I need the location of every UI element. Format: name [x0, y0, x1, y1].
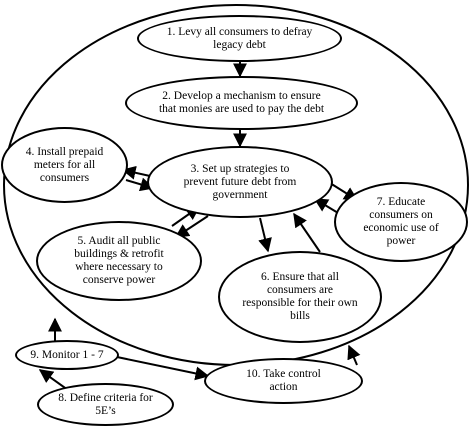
- node-5: 5. Audit all public buildings & retrofit…: [36, 221, 202, 301]
- node-9-shape: [15, 340, 119, 370]
- node-6-label: 6. Ensure that all consumers are respons…: [242, 271, 358, 322]
- node-4-shape: [1, 127, 128, 203]
- node-8: 8. Define criteria for 5E’s: [37, 383, 174, 426]
- node-7-shape: [334, 182, 468, 262]
- node-10: 10. Take control action: [204, 358, 363, 404]
- node-8-shape: [37, 383, 174, 426]
- node-5-shape: [36, 221, 202, 301]
- edge-6-3: [293, 212, 321, 253]
- edge-3-6: [258, 217, 272, 253]
- node-5-label: 5. Audit all public buildings & retrofit…: [74, 235, 164, 286]
- edge-3-4: [121, 165, 151, 180]
- node-1-shape: [137, 15, 342, 62]
- node-10-label: 10. Take control action: [246, 368, 321, 393]
- node-10-shape: [204, 358, 363, 404]
- node-6-shape: [218, 251, 382, 343]
- node-6: 6. Ensure that all consumers are respons…: [218, 251, 382, 343]
- edge-10-outer: [347, 344, 361, 366]
- edge-3-5: [174, 215, 209, 238]
- node-9: 9. Monitor 1 - 7: [15, 340, 119, 370]
- node-1-label: 1. Levy all consumers to defray legacy d…: [166, 25, 313, 51]
- node-4-label: 4. Install prepaid meters for all consum…: [25, 145, 104, 184]
- node-8-label: 8. Define criteria for 5E’s: [58, 391, 153, 417]
- node-7: 7. Educate consumers on economic use of …: [334, 182, 468, 262]
- node-2-label: 2. Develop a mechanism to ensure that mo…: [158, 90, 325, 115]
- node-4: 4. Install prepaid meters for all consum…: [1, 127, 128, 203]
- node-2: 2. Develop a mechanism to ensure that mo…: [125, 76, 358, 130]
- node-3: 3. Set up strategies to prevent future d…: [147, 146, 333, 218]
- node-3-label: 3. Set up strategies to prevent future d…: [183, 162, 297, 201]
- edge-9-10: [116, 356, 210, 381]
- node-7-label: 7. Educate consumers on economic use of …: [363, 196, 439, 247]
- node-1: 1. Levy all consumers to defray legacy d…: [137, 15, 342, 62]
- node-3-shape: [147, 146, 333, 218]
- node-2-shape: [125, 76, 358, 130]
- node-9-label: 9. Monitor 1 - 7: [30, 348, 104, 361]
